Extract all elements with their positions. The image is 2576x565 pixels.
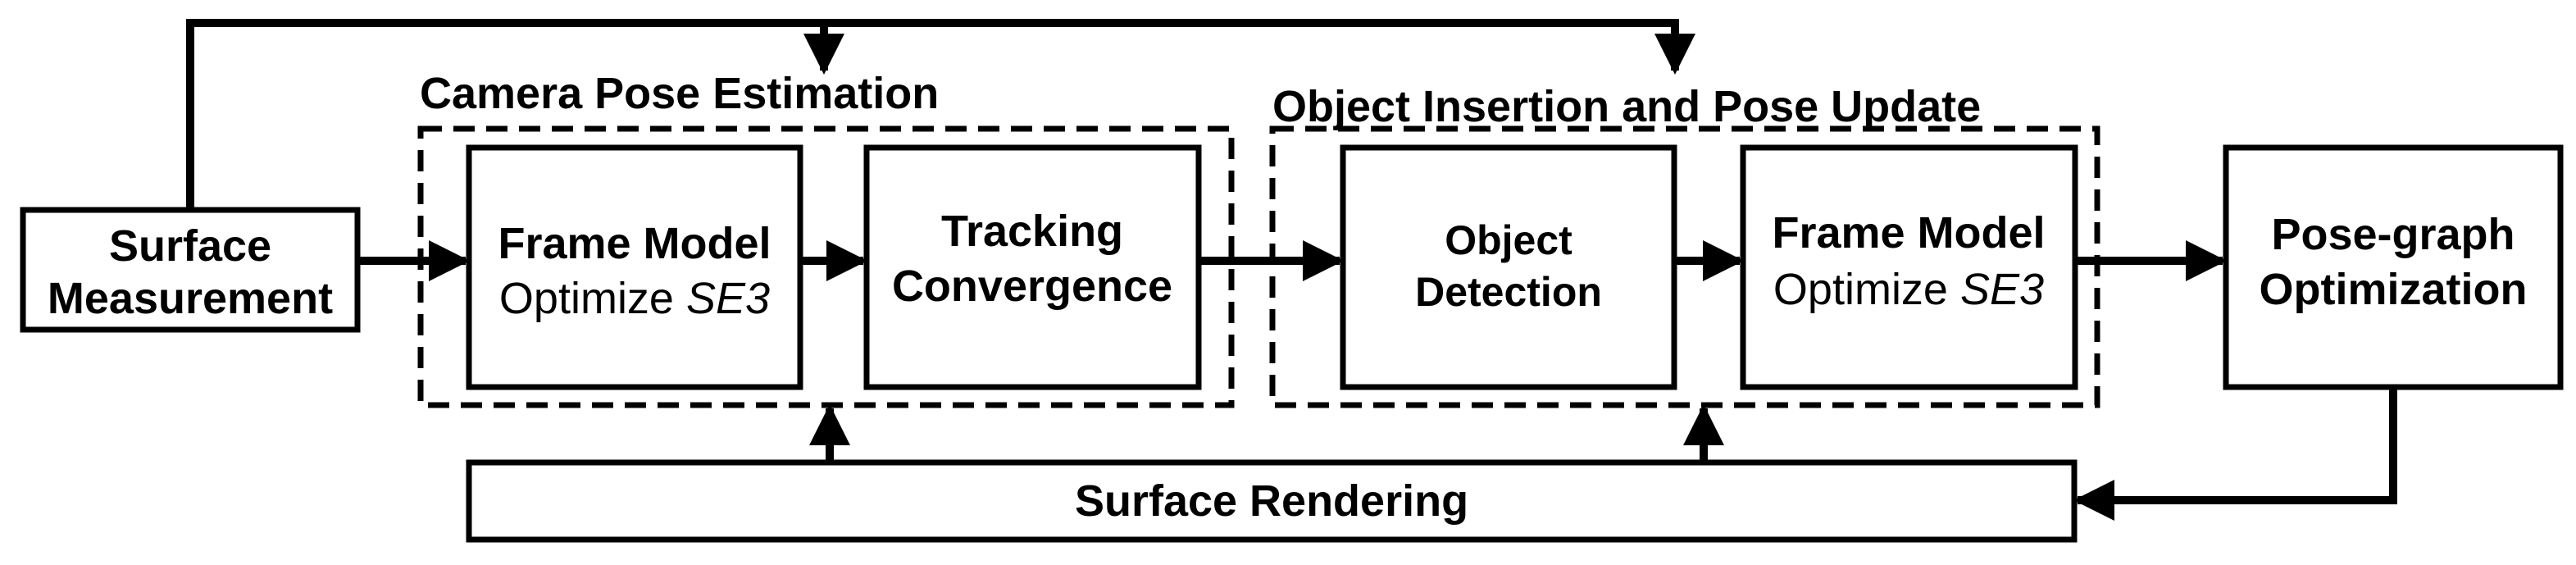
edge-pose-graph-to-rendering [2073, 387, 2397, 521]
node-pose-graph-optimization [2223, 144, 2564, 390]
frame-model-1-line2: Optimize SE3 [499, 274, 770, 323]
edge-measurement-feed-object-insertion [824, 19, 1695, 75]
surface-measurement-line1: Surface [109, 221, 271, 271]
pose-graph-line1: Pose-graph [2271, 210, 2515, 259]
frame-model-1-line1: Frame Model [498, 219, 771, 268]
node-object-detection [1340, 144, 1677, 390]
pose-graph-line2: Optimization [2260, 265, 2528, 314]
surface-rendering-label: Surface Rendering [1075, 476, 1468, 526]
node-surface-measurement [20, 207, 361, 333]
tracking-convergence-line1: Tracking [941, 207, 1123, 256]
node-surface-rendering [466, 459, 2078, 543]
edge-measurement-feed-camera-pose [186, 19, 844, 210]
surface-measurement-line2: Measurement [48, 274, 333, 323]
node-frame-model-1 [466, 144, 803, 390]
group-title-object-insertion: Object Insertion and Pose Update [1272, 82, 1981, 131]
object-detection-line2: Detection [1415, 269, 1602, 315]
frame-model-2-line1: Frame Model [1772, 208, 2045, 257]
group-title-camera-pose: Camera Pose Estimation [420, 69, 939, 118]
object-detection-line1: Object [1445, 217, 1572, 263]
tracking-convergence-line2: Convergence [892, 262, 1172, 311]
frame-model-2-line2: Optimize SE3 [1773, 265, 2044, 314]
